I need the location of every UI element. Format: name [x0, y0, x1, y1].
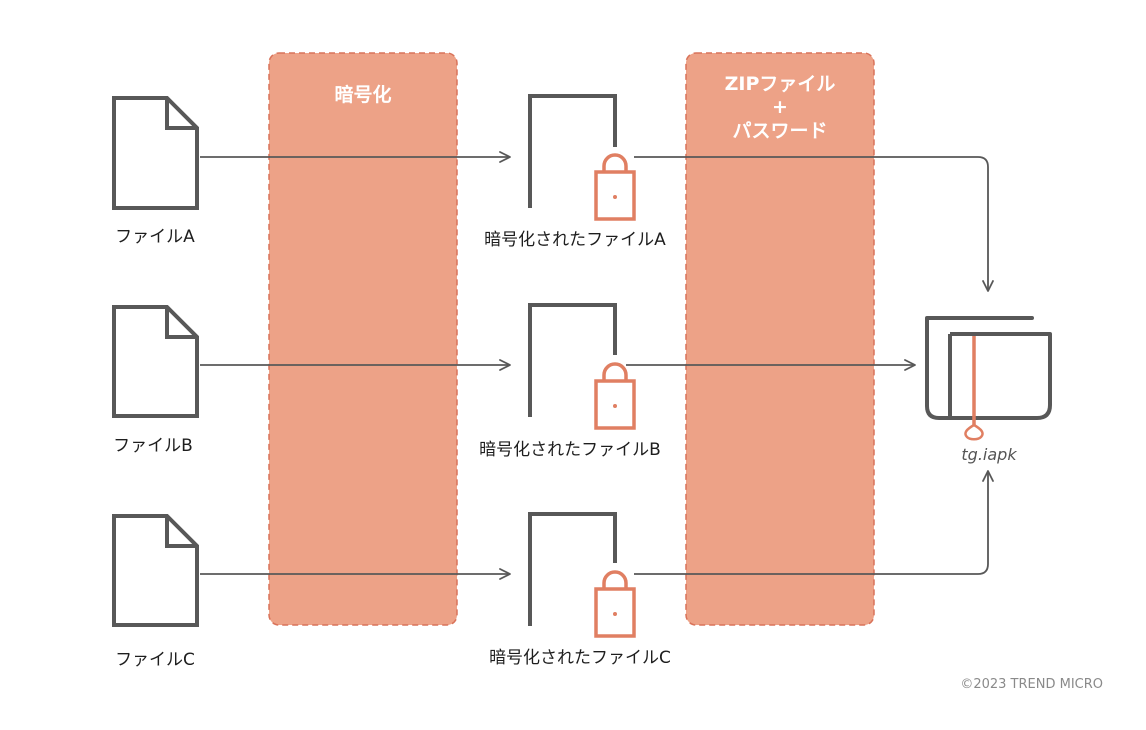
encrypt-band-title: 暗号化	[334, 83, 391, 106]
zip-arrow	[634, 156, 994, 292]
source-file-label: ファイルB	[113, 436, 193, 456]
encrypted-file-label: 暗号化されたファイルB	[479, 440, 661, 460]
source-file-label: ファイルC	[115, 650, 195, 670]
encrypted-file-icon	[528, 512, 636, 638]
source-file-label: ファイルA	[115, 227, 195, 247]
zip-band-rect	[685, 52, 875, 626]
lock-icon	[594, 153, 636, 221]
zip-band-title-line3: パスワード	[732, 120, 827, 142]
archive-label: tg.iapk	[961, 445, 1017, 464]
zip-band-title-line1: ZIPファイル	[725, 73, 836, 95]
zip-arrow	[634, 470, 994, 575]
file-icon	[112, 514, 199, 627]
zip-band: ZIPファイル + パスワード	[685, 52, 875, 626]
lock-icon	[594, 570, 636, 638]
encrypted-file-label: 暗号化されたファイルA	[484, 230, 666, 250]
encrypted-file-icon	[528, 94, 636, 221]
file-icon	[112, 96, 199, 210]
row-b: ファイルB 暗号化されたファイルB	[112, 303, 916, 460]
lock-icon	[594, 362, 636, 430]
row-c: ファイルC 暗号化されたファイルC	[112, 470, 994, 670]
archive-icon	[925, 316, 1052, 441]
encrypt-band-rect	[268, 52, 458, 626]
archive-output: tg.iapk	[925, 316, 1052, 464]
copyright-text: ©2023 TREND MICRO	[960, 677, 1103, 692]
encrypted-file-label: 暗号化されたファイルC	[489, 648, 671, 668]
encrypt-band: 暗号化	[268, 52, 458, 626]
file-icon	[112, 305, 199, 418]
zip-band-title-line2: +	[772, 96, 788, 118]
row-a: ファイルA 暗号化されたファイルA	[112, 94, 994, 292]
encrypted-file-icon	[528, 303, 636, 430]
